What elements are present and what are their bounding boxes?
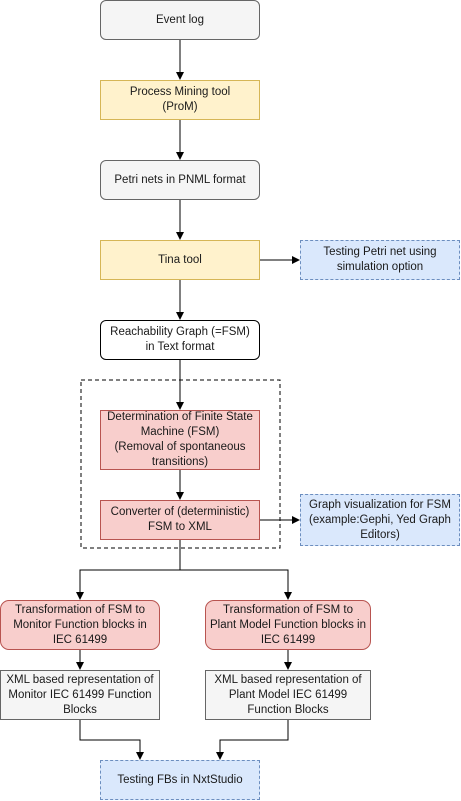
node-graph-visualization: Graph visualization for FSM (example:Gep… <box>300 494 460 546</box>
node-event-log: Event log <box>100 0 260 40</box>
edge-converter-monitor <box>76 540 181 600</box>
node-xml-plant: XML based representation of Plant Model … <box>205 670 371 720</box>
node-converter: Converter of (deterministic) FSM to XML <box>100 500 260 540</box>
node-tina-tool: Tina tool <box>100 240 260 280</box>
node-testing-fbs: Testing FBs in NxtStudio <box>100 760 260 800</box>
node-reachability-graph: Reachability Graph (=FSM) in Text format <box>100 320 260 360</box>
node-xml-monitor: XML based representation of Monitor IEC … <box>0 670 160 720</box>
edge-xmlmonitor-testing <box>79 720 144 760</box>
node-determination-fsm: Determination of Finite State Machine (F… <box>100 410 260 470</box>
edge-converter-plant <box>180 569 292 600</box>
node-transform-monitor: Transformation of FSM to Monitor Functio… <box>0 600 160 650</box>
node-petri-nets: Petri nets in PNML format <box>100 160 260 200</box>
edge-xmlplant-testing <box>216 720 289 760</box>
node-process-mining: Process Mining tool (ProM) <box>100 80 260 120</box>
node-testing-petri: Testing Petri net using simulation optio… <box>300 240 460 280</box>
node-transform-plant: Transformation of FSM to Plant Model Fun… <box>205 600 371 650</box>
